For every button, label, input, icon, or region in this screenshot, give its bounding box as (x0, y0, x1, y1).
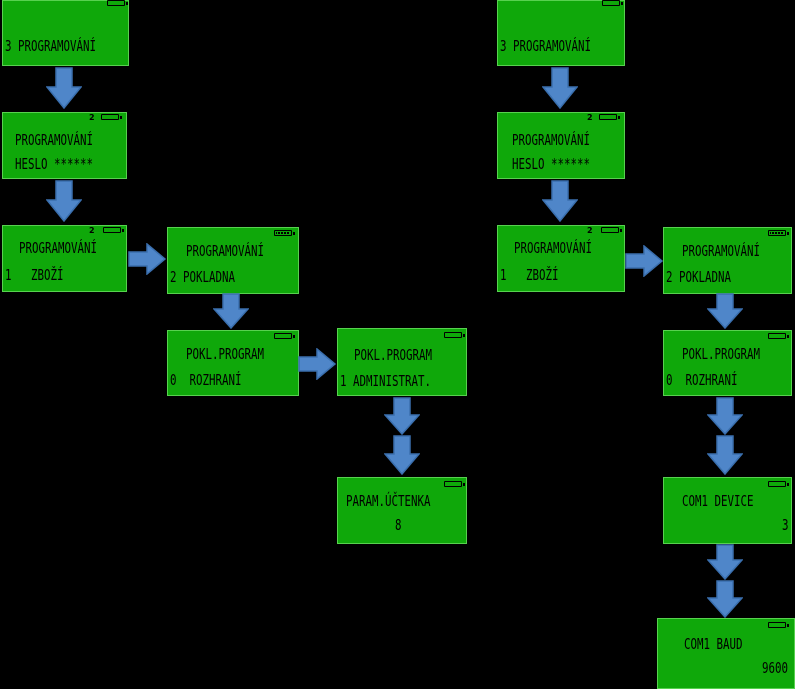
arrow-icon (542, 180, 578, 222)
screen-line-2: 1 ZBOŽÍ (500, 266, 559, 284)
screen-line-2: 0 ROZHRANÍ (170, 371, 242, 389)
arrow-icon (46, 67, 82, 109)
right-screen-3: 2 PROGRAMOVÁNÍ 1 ZBOŽÍ (497, 225, 625, 292)
screen-line-1: PARAM.ÚČTENKA (346, 492, 431, 510)
battery-icon (601, 227, 622, 233)
signal-icon: 2 (587, 226, 593, 235)
arrow-icon (128, 243, 166, 275)
screen-line-1: POKL.PROGRAM (354, 346, 433, 364)
screen-line-2: 1 ADMINISTRAT. (340, 372, 432, 390)
arrow-icon (384, 435, 420, 475)
arrow-icon (707, 397, 743, 435)
battery-icon (107, 0, 128, 6)
battery-icon (768, 230, 789, 236)
left-screen-2: 2 PROGRAMOVÁNÍ HESLO ****** (2, 112, 127, 179)
screen-line-2: 3 (782, 516, 789, 534)
right-screen-7: COM1 BAUD 9600 (657, 618, 795, 689)
screen-line-1: PROGRAMOVÁNÍ (682, 242, 761, 260)
battery-icon (274, 230, 295, 236)
screen-line-2: 1 ZBOŽÍ (5, 266, 64, 284)
battery-icon (274, 333, 295, 339)
arrow-icon (46, 180, 82, 222)
battery-icon (103, 227, 124, 233)
left-screen-1: 3 PROGRAMOVÁNÍ (2, 0, 129, 66)
battery-icon (599, 114, 620, 120)
screen-line-1: POKL.PROGRAM (186, 345, 265, 363)
battery-icon (444, 332, 465, 338)
left-screen-6: POKL.PROGRAM 1 ADMINISTRAT. (337, 328, 467, 396)
screen-line-1: PROGRAMOVÁNÍ (512, 131, 591, 149)
screen-line-2: 3 PROGRAMOVÁNÍ (500, 37, 592, 55)
arrow-icon (213, 293, 249, 329)
right-screen-5: POKL.PROGRAM 0 ROZHRANÍ (663, 330, 792, 396)
arrow-icon (384, 397, 420, 435)
arrow-icon (707, 580, 743, 618)
screen-line-2: 2 POKLADNA (666, 268, 732, 286)
arrow-icon (625, 245, 663, 277)
arrow-icon (298, 348, 336, 380)
screen-line-1: COM1 DEVICE (682, 492, 754, 510)
battery-icon (444, 481, 465, 487)
left-screen-5: POKL.PROGRAM 0 ROZHRANÍ (167, 330, 299, 396)
left-screen-3: 2 PROGRAMOVÁNÍ 1 ZBOŽÍ (2, 225, 127, 292)
right-screen-4: PROGRAMOVÁNÍ 2 POKLADNA (663, 227, 792, 294)
signal-icon: 2 (89, 226, 95, 235)
right-screen-6: COM1 DEVICE 3 (663, 477, 792, 544)
screen-line-2: HESLO ****** (512, 155, 591, 173)
left-screen-4: PROGRAMOVÁNÍ 2 POKLADNA (167, 227, 299, 294)
screen-line-2: 9600 (762, 659, 789, 677)
arrow-icon (542, 67, 578, 109)
signal-icon: 2 (89, 113, 95, 122)
arrow-icon (707, 435, 743, 475)
screen-line-1: PROGRAMOVÁNÍ (19, 239, 98, 257)
battery-icon (768, 481, 789, 487)
left-screen-7: PARAM.ÚČTENKA 8 (337, 477, 467, 544)
battery-icon (101, 114, 122, 120)
screen-line-2: 8 (395, 516, 402, 534)
right-screen-2: 2 PROGRAMOVÁNÍ HESLO ****** (497, 112, 625, 179)
screen-line-1: PROGRAMOVÁNÍ (186, 242, 265, 260)
battery-icon (768, 622, 789, 628)
battery-icon (602, 0, 623, 6)
arrow-icon (707, 293, 743, 329)
right-screen-1: 3 PROGRAMOVÁNÍ (497, 0, 625, 66)
screen-line-1: PROGRAMOVÁNÍ (514, 239, 593, 257)
screen-line-2: 0 ROZHRANÍ (666, 371, 738, 389)
screen-line-1: COM1 BAUD (684, 635, 743, 653)
arrow-icon (707, 544, 743, 580)
battery-icon (768, 333, 789, 339)
screen-line-1: POKL.PROGRAM (682, 345, 761, 363)
screen-line-2: 3 PROGRAMOVÁNÍ (5, 37, 97, 55)
screen-line-2: 2 POKLADNA (170, 268, 236, 286)
screen-line-2: HESLO ****** (15, 155, 94, 173)
signal-icon: 2 (587, 113, 593, 122)
screen-line-1: PROGRAMOVÁNÍ (15, 131, 94, 149)
